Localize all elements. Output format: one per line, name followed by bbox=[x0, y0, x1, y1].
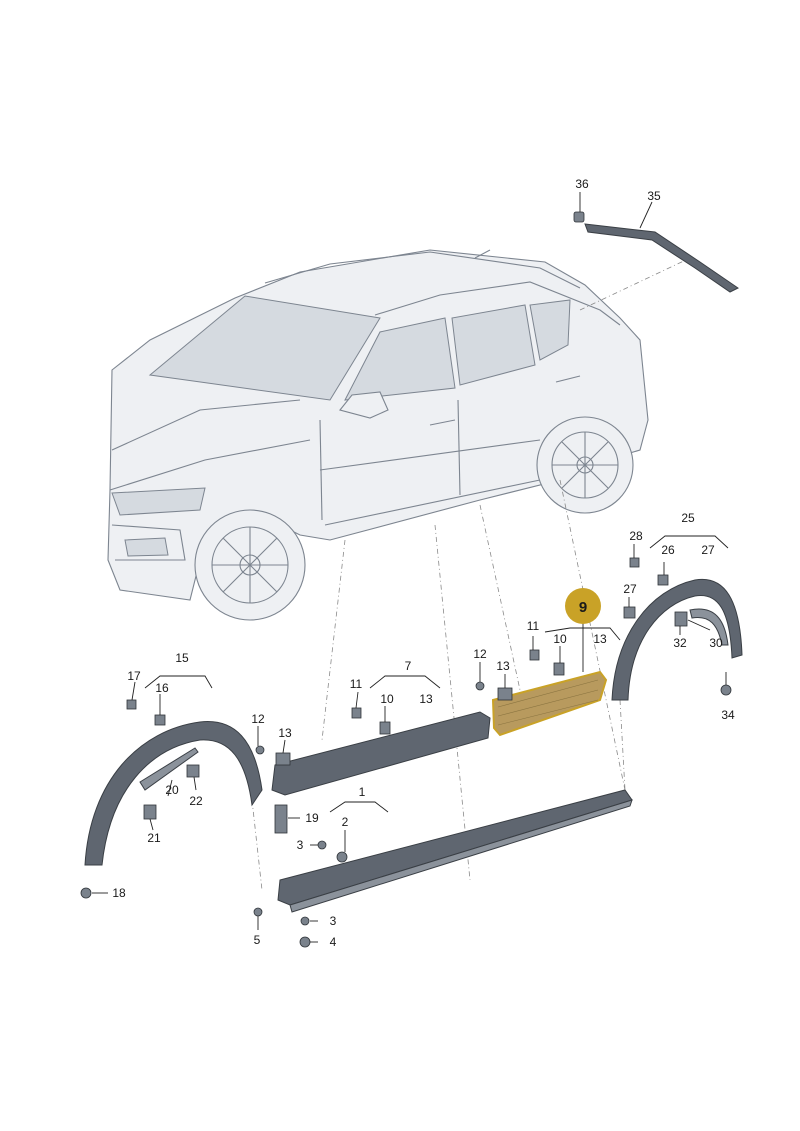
clip-part-2 bbox=[336, 851, 348, 863]
callout-17: 17 bbox=[127, 669, 141, 683]
screw-part-12a bbox=[255, 745, 265, 755]
callout-3b: 3 bbox=[330, 914, 337, 928]
trim-part-20 bbox=[139, 747, 199, 791]
clip-part-11a bbox=[351, 707, 362, 719]
callout-12a: 12 bbox=[251, 712, 265, 726]
trim-part-19 bbox=[274, 804, 288, 834]
door-trim-strip-part-7 bbox=[271, 711, 491, 796]
callout-34: 34 bbox=[721, 708, 735, 722]
fasteners bbox=[80, 557, 732, 948]
clip-part-13a bbox=[275, 752, 291, 766]
callout-13c: 13 bbox=[496, 659, 510, 673]
leader-lines bbox=[92, 192, 729, 943]
callout-9[interactable]: 9 bbox=[579, 599, 587, 616]
side-sill-part-1 bbox=[277, 789, 633, 906]
callout-16: 16 bbox=[155, 681, 169, 695]
screw-part-34 bbox=[720, 684, 732, 696]
clip-part-10b bbox=[553, 662, 565, 676]
car-illustration bbox=[107, 249, 649, 621]
clip-part-32 bbox=[674, 611, 688, 627]
callout-5: 5 bbox=[254, 933, 261, 947]
callout-35: 35 bbox=[647, 189, 661, 203]
screw-part-12b bbox=[475, 681, 485, 691]
callout-18: 18 bbox=[112, 886, 126, 900]
clip-part-17 bbox=[126, 699, 137, 710]
wheel-arch-trim-part-15 bbox=[84, 721, 263, 866]
callout-32: 32 bbox=[673, 636, 687, 650]
callout-3a: 3 bbox=[297, 838, 304, 852]
assembly-lines bbox=[251, 257, 691, 891]
callout-25: 25 bbox=[681, 511, 695, 525]
clip-part-3a bbox=[317, 840, 327, 850]
clip-part-21 bbox=[143, 804, 157, 820]
screw-part-5 bbox=[253, 907, 263, 917]
clip-part-28 bbox=[629, 557, 640, 568]
clip-part-16 bbox=[154, 714, 166, 726]
callout-27a: 27 bbox=[701, 543, 715, 557]
callout-15: 15 bbox=[175, 651, 189, 665]
callout-12b: 12 bbox=[473, 647, 487, 661]
highlight-badge[interactable] bbox=[565, 588, 601, 624]
callout-26: 26 bbox=[661, 543, 675, 557]
callout-4: 4 bbox=[330, 935, 337, 949]
callout-11a: 11 bbox=[350, 677, 363, 691]
clip-part-10a bbox=[379, 721, 391, 735]
callout-28: 28 bbox=[629, 529, 643, 543]
clip-part-22 bbox=[186, 764, 200, 778]
screw-part-18 bbox=[80, 887, 92, 899]
wheel-arch-trim-part-25 bbox=[611, 578, 743, 701]
callout-2: 2 bbox=[342, 815, 349, 829]
callout-10b: 10 bbox=[553, 632, 567, 646]
callout-20: 20 bbox=[165, 783, 179, 797]
roof-rail-trim-part-35 bbox=[584, 223, 739, 293]
callout-10a: 10 bbox=[380, 692, 394, 706]
callout-22: 22 bbox=[189, 794, 203, 808]
clip-part-3b bbox=[300, 916, 310, 926]
clip-part-26 bbox=[657, 574, 669, 586]
clip-part-36 bbox=[573, 211, 585, 223]
callout-19: 19 bbox=[305, 811, 319, 825]
callout-13d: 13 bbox=[593, 632, 607, 646]
callout-11b: 11 bbox=[527, 619, 540, 633]
callout-27b: 27 bbox=[623, 582, 637, 596]
trim-part-30 bbox=[689, 608, 729, 646]
clip-part-4 bbox=[299, 936, 311, 948]
callout-21: 21 bbox=[147, 831, 161, 845]
callout-13b: 13 bbox=[419, 692, 433, 706]
callout-30: 30 bbox=[709, 636, 723, 650]
side-sill-edge bbox=[289, 799, 633, 913]
callout-labels: 36 35 15 17 16 12 13 7 11 10 13 12 13 11… bbox=[112, 177, 735, 949]
callout-1: 1 bbox=[359, 785, 366, 799]
callout-7: 7 bbox=[405, 659, 412, 673]
callout-13a: 13 bbox=[278, 726, 292, 740]
clip-part-13b bbox=[497, 687, 513, 701]
clip-part-11b bbox=[529, 649, 540, 661]
clip-part-27 bbox=[623, 606, 636, 619]
callout-36: 36 bbox=[575, 177, 589, 191]
